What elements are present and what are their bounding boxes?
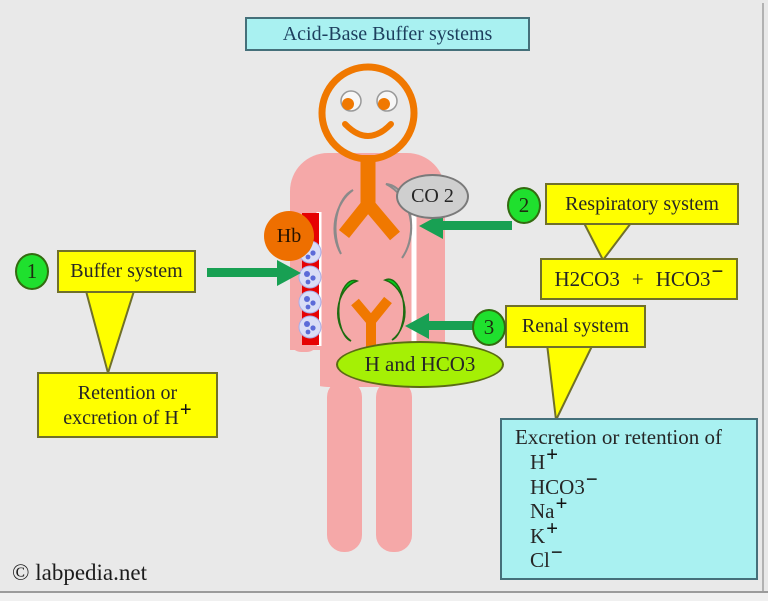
- callout-tail-buffer: [85, 290, 135, 374]
- buffer-note-line2: excretion of H+: [63, 397, 191, 430]
- buffer-note-box: Retention or excretion of H+: [37, 372, 218, 438]
- hemoglobin-label: Hb: [276, 224, 302, 247]
- formula-term2: HCO3: [655, 266, 711, 291]
- leg-right: [376, 380, 412, 552]
- kidney-right-icon: [382, 278, 406, 341]
- ion-sign: +: [546, 442, 559, 466]
- ion-symbol: HCO3: [530, 474, 585, 499]
- renal-note-box: Excretion or retention of H+ HCO3− Na+ K…: [500, 418, 758, 580]
- pupil-left-icon: [342, 98, 354, 110]
- callout-tail-respiratory: [583, 222, 632, 261]
- callout-tail-renal: [546, 343, 594, 421]
- respiratory-system-box: Respiratory system: [545, 183, 739, 225]
- hemoglobin-icon: Hb: [264, 211, 314, 261]
- arrow-renal-icon: [405, 313, 474, 339]
- step-badge-2: 2: [507, 187, 541, 224]
- respiratory-system-label: Respiratory system: [565, 192, 719, 215]
- human-body-silhouette: [284, 153, 445, 552]
- buffer-note-sign: +: [179, 396, 192, 421]
- co2-bubble: CO 2: [396, 174, 469, 219]
- ion-sign: +: [555, 491, 568, 515]
- buffer-note-text: excretion of H: [63, 406, 179, 429]
- ion-item: H+: [510, 442, 748, 475]
- ion-sign: −: [550, 540, 563, 564]
- frame-under-edge: [0, 593, 768, 601]
- step-number: 2: [518, 193, 530, 217]
- pupil-right-icon: [378, 98, 390, 110]
- ion-symbol: H: [530, 450, 546, 474]
- kidney-output-label: H and HCO3: [364, 352, 476, 376]
- diagram-title: Acid-Base Buffer systems: [282, 22, 493, 45]
- head-outline: [318, 63, 418, 163]
- ion-symbol: K: [530, 523, 546, 548]
- renal-system-box: Renal system: [505, 305, 646, 348]
- arrow-buffer-icon: [207, 260, 301, 286]
- arm-left-cutout: [284, 350, 320, 392]
- leg-left: [327, 380, 362, 552]
- ion-item: Na+: [510, 491, 748, 524]
- blood-cell-icon: [298, 315, 322, 339]
- lung-left-icon: [333, 189, 354, 255]
- ion-sign: +: [546, 515, 559, 540]
- formula-operator: +: [631, 266, 644, 291]
- ion-item: K+: [510, 516, 748, 549]
- buffer-system-label: Buffer system: [70, 260, 183, 282]
- smile-icon: [342, 121, 394, 139]
- step-badge-1: 1: [15, 253, 49, 290]
- frame-bottom-edge: [0, 591, 768, 593]
- blood-cell-icon: [298, 290, 322, 314]
- step-number: 3: [483, 315, 495, 339]
- arrow-respiratory-icon: [419, 213, 512, 239]
- blood-cell-icon: [298, 265, 322, 289]
- ion-item: Cl−: [510, 540, 748, 573]
- frame-right-edge: [762, 3, 764, 592]
- kidney-left-icon: [337, 279, 360, 342]
- formula-charge-sign: −: [711, 258, 724, 283]
- ion-sign: −: [585, 466, 598, 491]
- buffer-note-line1: Retention or: [77, 381, 178, 404]
- trachea-icon: [338, 193, 400, 241]
- renal-note-heading: Excretion or retention of: [515, 425, 723, 449]
- diagram-title-box: Acid-Base Buffer systems: [245, 17, 530, 51]
- ion-symbol: Na: [530, 499, 555, 523]
- buffer-system-box: Buffer system: [57, 250, 196, 293]
- ion-item: HCO3−: [510, 467, 748, 500]
- watermark: © labpedia.net: [12, 560, 147, 585]
- ion-symbol: Cl: [530, 548, 550, 572]
- step-number: 1: [26, 259, 38, 283]
- co2-label: CO 2: [411, 185, 454, 207]
- renal-system-label: Renal system: [521, 315, 630, 337]
- kidney-output-bubble: H and HCO3: [336, 341, 504, 388]
- respiratory-formula-box: H2CO3 + HCO3 −: [540, 258, 738, 300]
- formula-term1: H2CO3: [554, 266, 620, 291]
- step-badge-3: 3: [472, 309, 506, 346]
